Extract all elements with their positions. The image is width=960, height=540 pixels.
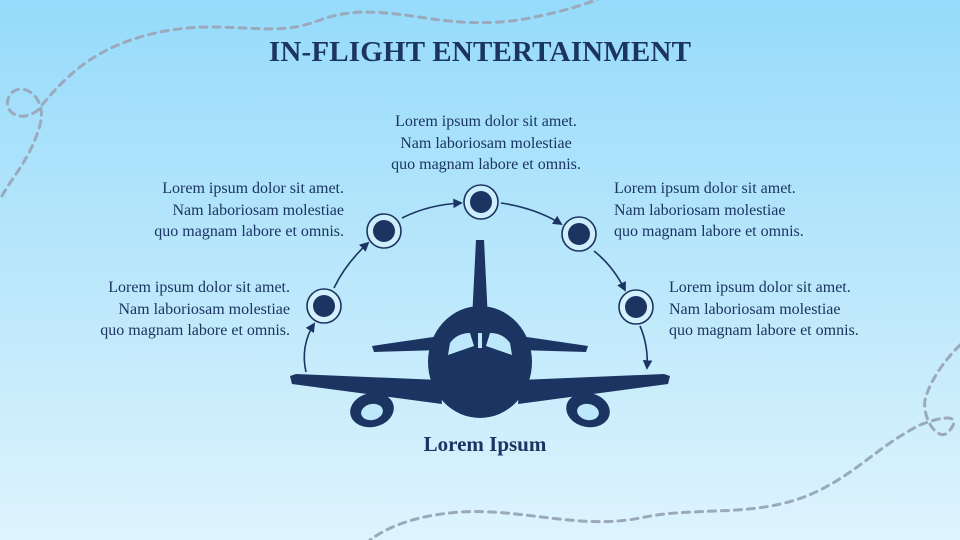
slide-title: IN-FLIGHT ENTERTAINMENT [268, 36, 692, 68]
airplane-icon [290, 240, 670, 428]
item-text-right-upper: Lorem ipsum dolor sit amet. Nam laborios… [614, 180, 804, 240]
item-text-left-upper: Lorem ipsum dolor sit amet. Nam laborios… [154, 180, 344, 240]
node-circle-icon [306, 288, 342, 324]
dashed-path-top-left [0, 0, 600, 198]
item-text-left-lower: Lorem ipsum dolor sit amet. Nam laborios… [100, 279, 290, 339]
arrow-icon [639, 325, 653, 370]
arrow-icon [593, 250, 626, 292]
node-circle-icon [561, 216, 597, 252]
arrow-icon [333, 241, 370, 289]
node-circle-icon [366, 213, 402, 249]
arrow-icon [500, 202, 563, 226]
arrow-icon [401, 198, 463, 219]
airplane-caption: Lorem Ipsum [423, 432, 547, 456]
node-circles [306, 184, 654, 325]
engine-right [566, 392, 610, 428]
item-text-right-lower: Lorem ipsum dolor sit amet. Nam laborios… [669, 279, 859, 339]
node-circle-icon [618, 289, 654, 325]
node-connectors [303, 198, 653, 373]
dashed-path-bottom-right [368, 343, 960, 540]
item-text-top: Lorem ipsum dolor sit amet. Nam laborios… [391, 113, 581, 173]
arrow-icon [303, 322, 316, 373]
node-circle-icon [463, 184, 499, 220]
engine-left [350, 392, 394, 428]
